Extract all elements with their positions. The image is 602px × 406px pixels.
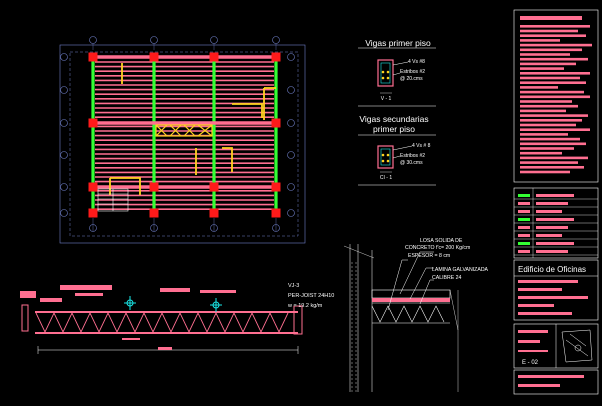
truss-web xyxy=(35,311,289,334)
columns xyxy=(88,52,281,218)
grid-bubble xyxy=(210,36,218,44)
column xyxy=(271,208,281,218)
joist-label-2: PER-JOIST 24H10 xyxy=(288,293,334,299)
grid-bubble xyxy=(60,183,68,191)
secondary-beams xyxy=(109,63,276,195)
column xyxy=(88,182,98,192)
grid-bubble xyxy=(287,209,295,217)
sheet-number: E - 02 xyxy=(522,360,539,366)
grid-bubble xyxy=(60,209,68,217)
bracing xyxy=(155,124,213,137)
beams-secondary-spacing: @ 30.cms xyxy=(400,160,423,166)
grid-bubble xyxy=(60,151,68,159)
grid-bubbles xyxy=(60,36,295,232)
title-block: Edificio de Oficinas E - 02 xyxy=(513,9,599,395)
grid-bubble xyxy=(287,119,295,127)
slab-note-2: CONCRETO f'c= 200 Kg/cm xyxy=(405,245,470,251)
joist-elevation: VJ-3 PER-JOIST 24H10 w = 19.2 kg/m xyxy=(20,283,334,354)
beam-section-ci1 xyxy=(377,145,394,169)
column xyxy=(88,52,98,62)
grid-bubble xyxy=(60,53,68,61)
beams-primary-title: Vigas primer piso xyxy=(365,38,431,48)
beam-section-secondary: Vigas secundarias primer piso 4 Vs # 8 E… xyxy=(358,105,436,186)
beams-secondary-section: CI - 1 xyxy=(380,175,392,181)
beams-primary-stirrups: Estribos #2 xyxy=(400,69,425,75)
stair xyxy=(97,188,129,212)
slab-note-1: LOSA SOLIDA DE xyxy=(420,238,463,244)
joist-field xyxy=(95,61,274,210)
grid-bubble xyxy=(272,36,280,44)
slab-detail: LOSA SOLIDA DE CONCRETO f'c= 200 Kg/cm E… xyxy=(343,238,489,392)
slab-note-4: LAMINA GALVANIZADA xyxy=(432,267,489,273)
column xyxy=(149,52,159,62)
column xyxy=(209,182,219,192)
beams-primary-rebar: 4 Vs #8 xyxy=(408,59,425,65)
slab-note-3: ESPESOR = 8 cm xyxy=(408,253,450,259)
joist-label-3: w = 19.2 kg/m xyxy=(287,303,323,309)
column xyxy=(149,182,159,192)
grid-bubble xyxy=(60,86,68,94)
project-name: Edificio de Oficinas xyxy=(518,265,586,274)
column xyxy=(209,208,219,218)
grid-bubble xyxy=(150,36,158,44)
beams-secondary-stirrups: Estribos #2 xyxy=(400,153,425,159)
title-block-rows xyxy=(514,188,598,258)
slab-note-5: CALIBRE 24 xyxy=(432,275,462,281)
main-beams xyxy=(90,55,279,189)
column xyxy=(88,208,98,218)
beam-section-primary: Vigas primer piso 4 Vs #8 Estribos #2 @ … xyxy=(358,38,436,102)
general-notes xyxy=(520,16,592,174)
beam-section-v1 xyxy=(377,59,394,87)
column xyxy=(271,118,281,128)
beams-primary-section: V - 1 xyxy=(381,96,392,102)
grid-bubble xyxy=(287,86,295,94)
beams-secondary-rebar: 4 Vs # 8 xyxy=(412,143,431,149)
column xyxy=(209,52,219,62)
column xyxy=(149,208,159,218)
beams-secondary-title-2: primer piso xyxy=(373,124,415,134)
grid-bubble xyxy=(287,151,295,159)
column xyxy=(271,182,281,192)
column xyxy=(88,118,98,128)
joist-label-1: VJ-3 xyxy=(288,283,299,289)
beams-primary-spacing: @ 20.cms xyxy=(400,76,423,82)
grid-bubble xyxy=(89,36,97,44)
grid-bubble xyxy=(287,183,295,191)
beams-secondary-title-1: Vigas secundarias xyxy=(359,114,428,124)
grid-bubble xyxy=(60,119,68,127)
grid-bubble xyxy=(287,53,295,61)
column xyxy=(271,52,281,62)
floor-plan xyxy=(59,36,306,244)
